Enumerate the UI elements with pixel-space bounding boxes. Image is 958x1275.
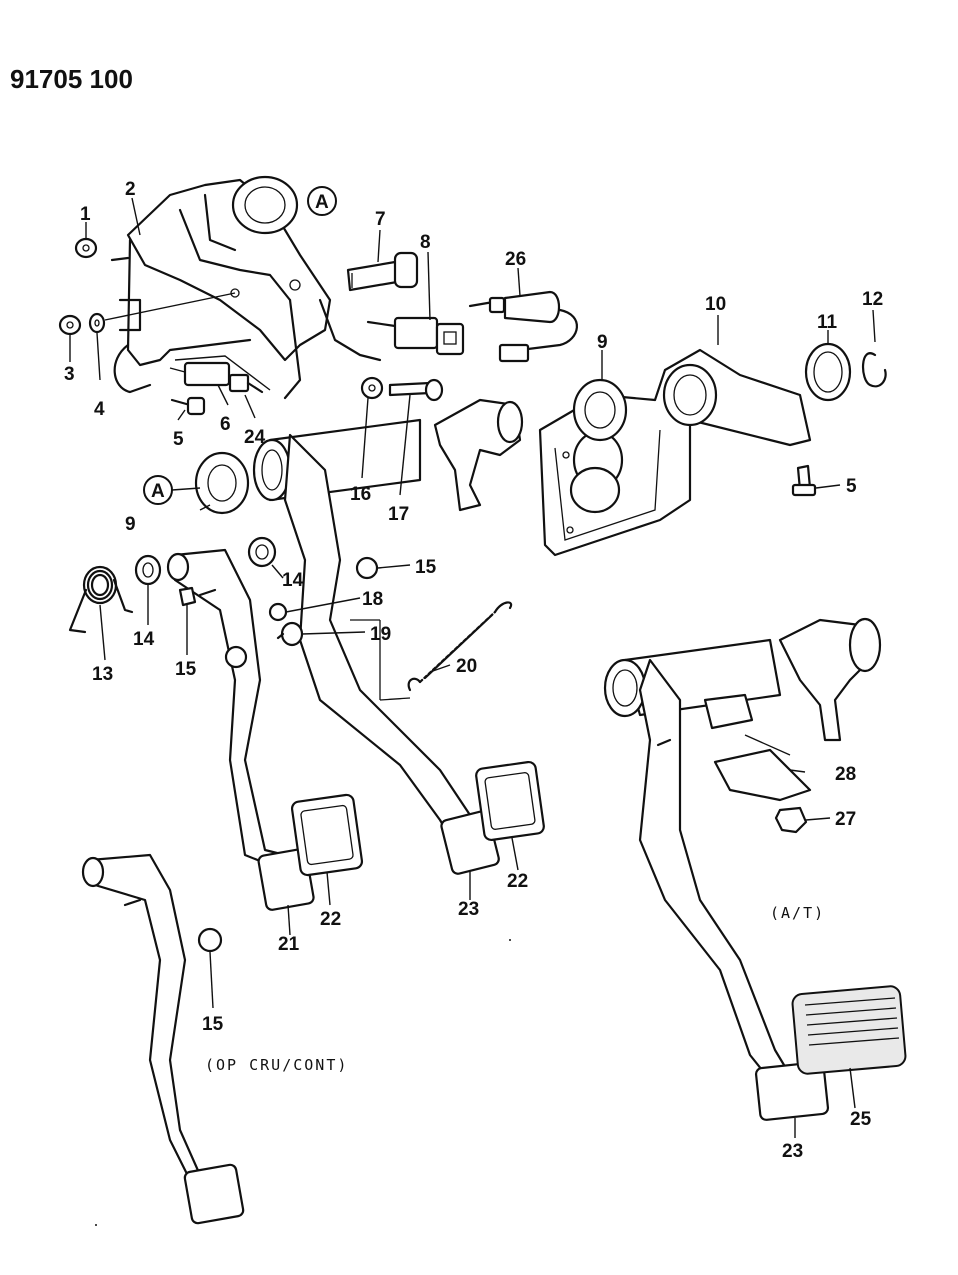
label-4: 4 [94, 399, 105, 420]
bracket-28 [703, 693, 812, 802]
bushing-14-left [134, 554, 162, 586]
stopper-15-left [178, 586, 197, 607]
label-22-right: 22 [507, 871, 528, 892]
stop-lamp-switch-6 [169, 355, 271, 394]
ring-11 [804, 342, 852, 402]
nut-3 [58, 314, 82, 336]
label-21: 21 [278, 934, 300, 955]
wire-loop [113, 343, 152, 394]
pedal-pivot-tube [252, 418, 422, 502]
callout-a-left-label: A [151, 481, 165, 502]
label-14-left: 14 [133, 629, 155, 650]
label-5-right: 5 [846, 476, 857, 497]
label-12: 12 [862, 289, 883, 310]
pedal-pad-25 [791, 985, 907, 1075]
label-13: 13 [92, 664, 113, 685]
cruise-control-pedal [81, 853, 245, 1225]
label-1: 1 [80, 204, 91, 225]
washer-4 [88, 312, 106, 334]
pedal-pad-22-left [290, 793, 364, 877]
bushing-14-right [247, 536, 277, 568]
note-cruise-control: (OP CRU/CONT) [205, 1056, 348, 1074]
return-spring-20 [407, 601, 513, 692]
brake-pedal-21 [166, 548, 315, 911]
pedal-bracket-arm [433, 398, 524, 512]
note-automatic-transmission: (A/T) [770, 904, 825, 922]
nut-1 [74, 237, 98, 259]
switch-26 [468, 290, 578, 363]
pivot-bolt-7 [346, 251, 419, 292]
label-8: 8 [420, 232, 431, 253]
label-24: 24 [244, 427, 266, 448]
pedal-support-bracket [110, 175, 382, 400]
label-25: 25 [850, 1109, 872, 1130]
label-27: 27 [835, 809, 856, 830]
at-bracket-tube [603, 617, 882, 742]
label-3: 3 [64, 364, 75, 385]
label-14-right: 14 [282, 570, 304, 591]
nut-27 [774, 806, 808, 834]
nut-16 [360, 376, 384, 400]
label-6: 6 [220, 414, 231, 435]
clutch-switch-8 [366, 316, 465, 356]
label-15-lower: 15 [202, 1014, 224, 1035]
label-16: 16 [350, 484, 371, 505]
label-7: 7 [375, 209, 386, 230]
label-18: 18 [362, 589, 383, 610]
label-26: 26 [505, 249, 526, 270]
label-23-upper: 23 [458, 899, 479, 920]
label-9-left: 9 [125, 514, 136, 535]
label-17: 17 [388, 504, 409, 525]
callout-a-top-label: A [315, 192, 329, 213]
pedal-pad-22-right [475, 760, 545, 842]
bolt-5-left [170, 396, 206, 416]
return-spring-13 [68, 565, 134, 634]
label-20: 20 [456, 656, 477, 677]
label-22-left: 22 [320, 909, 341, 930]
label-10: 10 [705, 294, 726, 315]
speck [509, 939, 511, 941]
bolt-5-right [791, 464, 817, 497]
bushing-9-right [572, 378, 628, 442]
brake-pedal-23-at [638, 658, 830, 1121]
label-15-left: 15 [175, 659, 197, 680]
bushing-19 [276, 621, 304, 647]
label-19: 19 [370, 624, 391, 645]
label-15-center: 15 [415, 557, 437, 578]
document-id: 91705 100 [10, 64, 133, 94]
bolt-17 [388, 378, 444, 402]
stopper-15-center [355, 556, 379, 580]
speck [95, 1224, 97, 1226]
label-11: 11 [817, 312, 838, 333]
callout-a-top [307, 186, 337, 216]
pedal-bracket-10 [538, 348, 812, 557]
label-23-lower: 23 [782, 1141, 803, 1162]
clip-18 [268, 602, 288, 622]
clip-12 [861, 352, 887, 388]
label-28: 28 [835, 764, 856, 785]
label-5-left: 5 [173, 429, 184, 450]
label-2: 2 [125, 179, 136, 200]
label-9-right: 9 [597, 332, 608, 353]
bushing-9-left [194, 451, 250, 515]
